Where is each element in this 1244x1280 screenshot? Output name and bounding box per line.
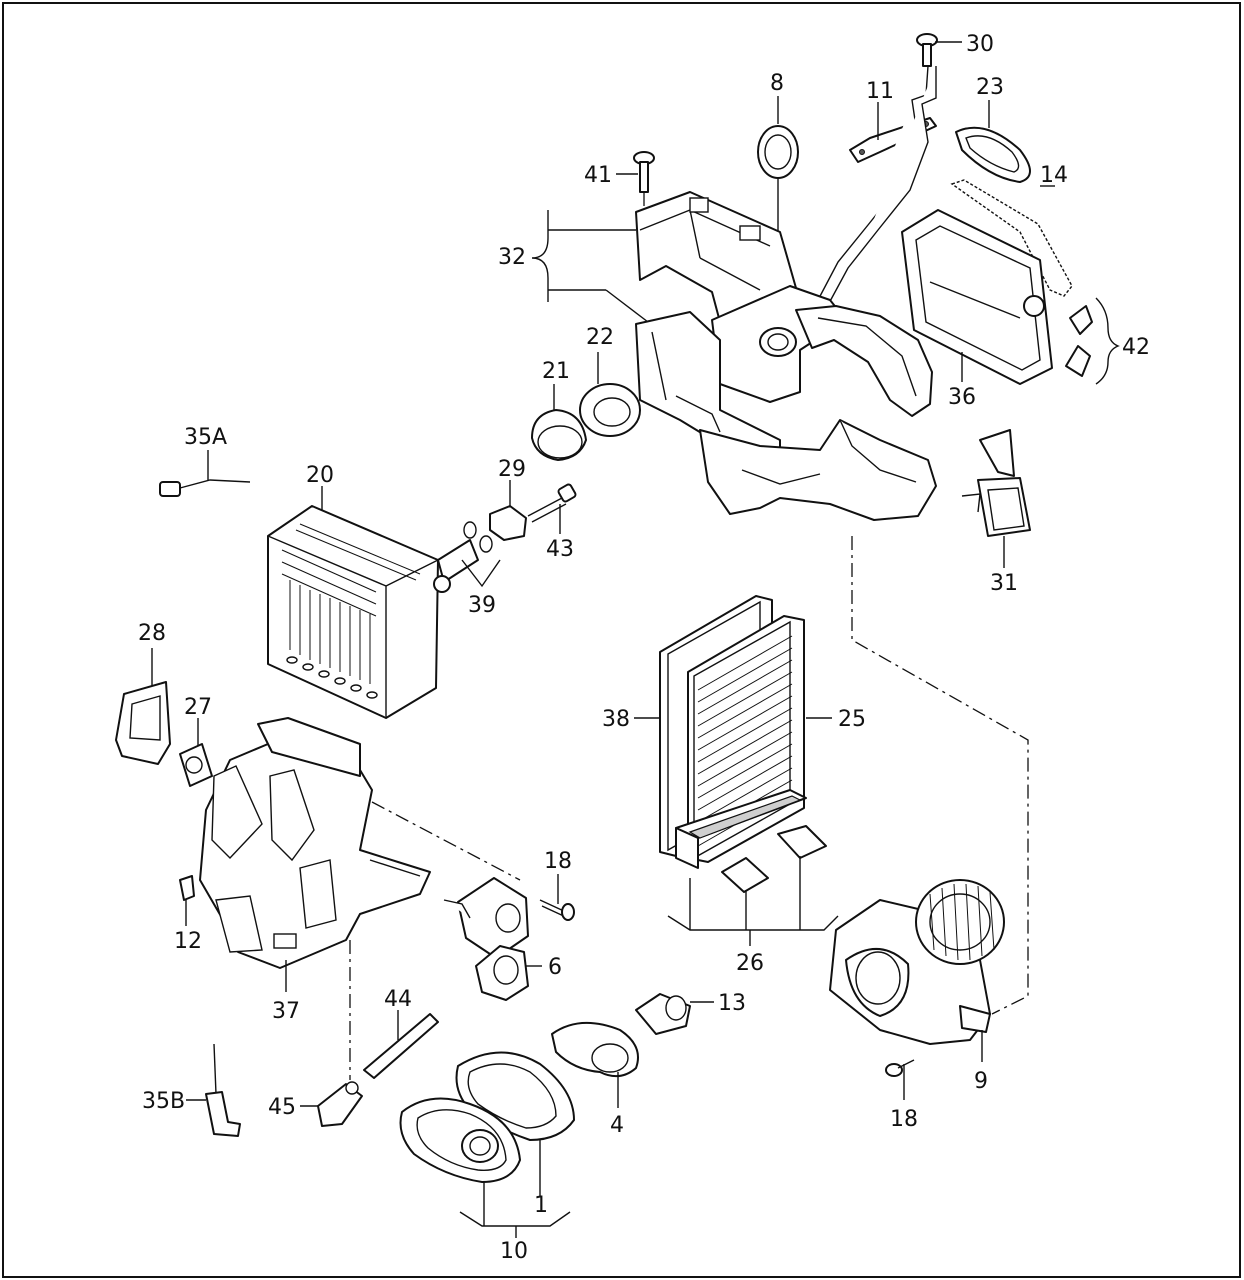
blower-wheel-blades xyxy=(929,883,995,961)
part-21-cap xyxy=(531,384,587,461)
part-18-screw-lower xyxy=(885,1059,915,1100)
part-37-heater-housing xyxy=(199,717,431,992)
part-41-screw xyxy=(616,151,655,220)
part-29-block xyxy=(489,480,527,541)
evaporator-tubes xyxy=(286,656,378,699)
part-42-flaps xyxy=(1065,297,1120,385)
label-6: 6 xyxy=(548,955,562,980)
label-12: 12 xyxy=(174,929,202,954)
label-36: 36 xyxy=(948,385,976,410)
part-13-sensor xyxy=(635,993,714,1035)
label-38: 38 xyxy=(602,707,630,732)
label-1: 1 xyxy=(534,1193,548,1218)
part-14-gasket xyxy=(950,179,1073,297)
part-43-bolt xyxy=(527,483,577,534)
label-45: 45 xyxy=(268,1095,296,1120)
part-23-seal xyxy=(955,100,1031,183)
label-31: 31 xyxy=(990,571,1018,596)
label-44: 44 xyxy=(384,987,412,1012)
part-4-duct xyxy=(551,1021,639,1108)
part-31-actuator xyxy=(961,429,1031,568)
part-22-ring xyxy=(579,352,641,437)
label-18-lower: 18 xyxy=(890,1107,918,1132)
part-35b-sensor xyxy=(186,1043,241,1137)
part-20-evaporator xyxy=(267,486,479,719)
evaporator-fins xyxy=(281,523,421,684)
label-27: 27 xyxy=(184,695,212,720)
part-30-screw xyxy=(916,33,962,67)
label-42: 42 xyxy=(1122,335,1150,360)
label-22: 22 xyxy=(586,325,614,350)
part-9-blower xyxy=(829,879,1005,1062)
label-4: 4 xyxy=(610,1113,624,1138)
label-37: 37 xyxy=(272,999,300,1024)
label-14: 14 xyxy=(1040,163,1068,188)
part-45-lever xyxy=(300,1081,363,1127)
label-28: 28 xyxy=(138,621,166,646)
label-10: 10 xyxy=(500,1239,528,1264)
label-23: 23 xyxy=(976,75,1004,100)
label-41: 41 xyxy=(584,163,612,188)
part-28-bracket xyxy=(115,648,171,765)
part-11-bracket xyxy=(814,65,937,341)
label-32: 32 xyxy=(498,245,526,270)
part-6-servo xyxy=(443,877,542,1001)
label-39: 39 xyxy=(468,593,496,618)
label-8: 8 xyxy=(770,71,784,96)
part-26-covers xyxy=(667,789,839,946)
label-18-mid: 18 xyxy=(544,849,572,874)
part-32-upper-housing xyxy=(531,191,937,521)
label-25: 25 xyxy=(838,707,866,732)
part-12-clip xyxy=(179,875,195,926)
part-35a-sensor xyxy=(159,450,251,497)
part-27-motor xyxy=(179,718,213,787)
label-13: 13 xyxy=(718,991,746,1016)
label-20: 20 xyxy=(306,463,334,488)
label-43: 43 xyxy=(546,537,574,562)
part-36-housing xyxy=(901,209,1053,385)
part-44-link xyxy=(363,1010,439,1079)
part-10-duct xyxy=(399,1097,571,1238)
label-35b: 35B xyxy=(142,1089,185,1114)
label-9: 9 xyxy=(974,1069,988,1094)
assembly-lines xyxy=(349,536,1029,1080)
part-39-o-rings xyxy=(461,521,501,588)
label-26: 26 xyxy=(736,951,764,976)
part-18-screw-mid xyxy=(539,874,575,921)
label-29: 29 xyxy=(498,457,526,482)
label-11: 11 xyxy=(866,79,894,104)
label-30: 30 xyxy=(966,32,994,57)
label-21: 21 xyxy=(542,359,570,384)
label-35a: 35A xyxy=(184,425,227,450)
part-labels: 30 8 11 23 14 41 32 42 22 21 36 35A 20 2… xyxy=(138,32,1150,1264)
